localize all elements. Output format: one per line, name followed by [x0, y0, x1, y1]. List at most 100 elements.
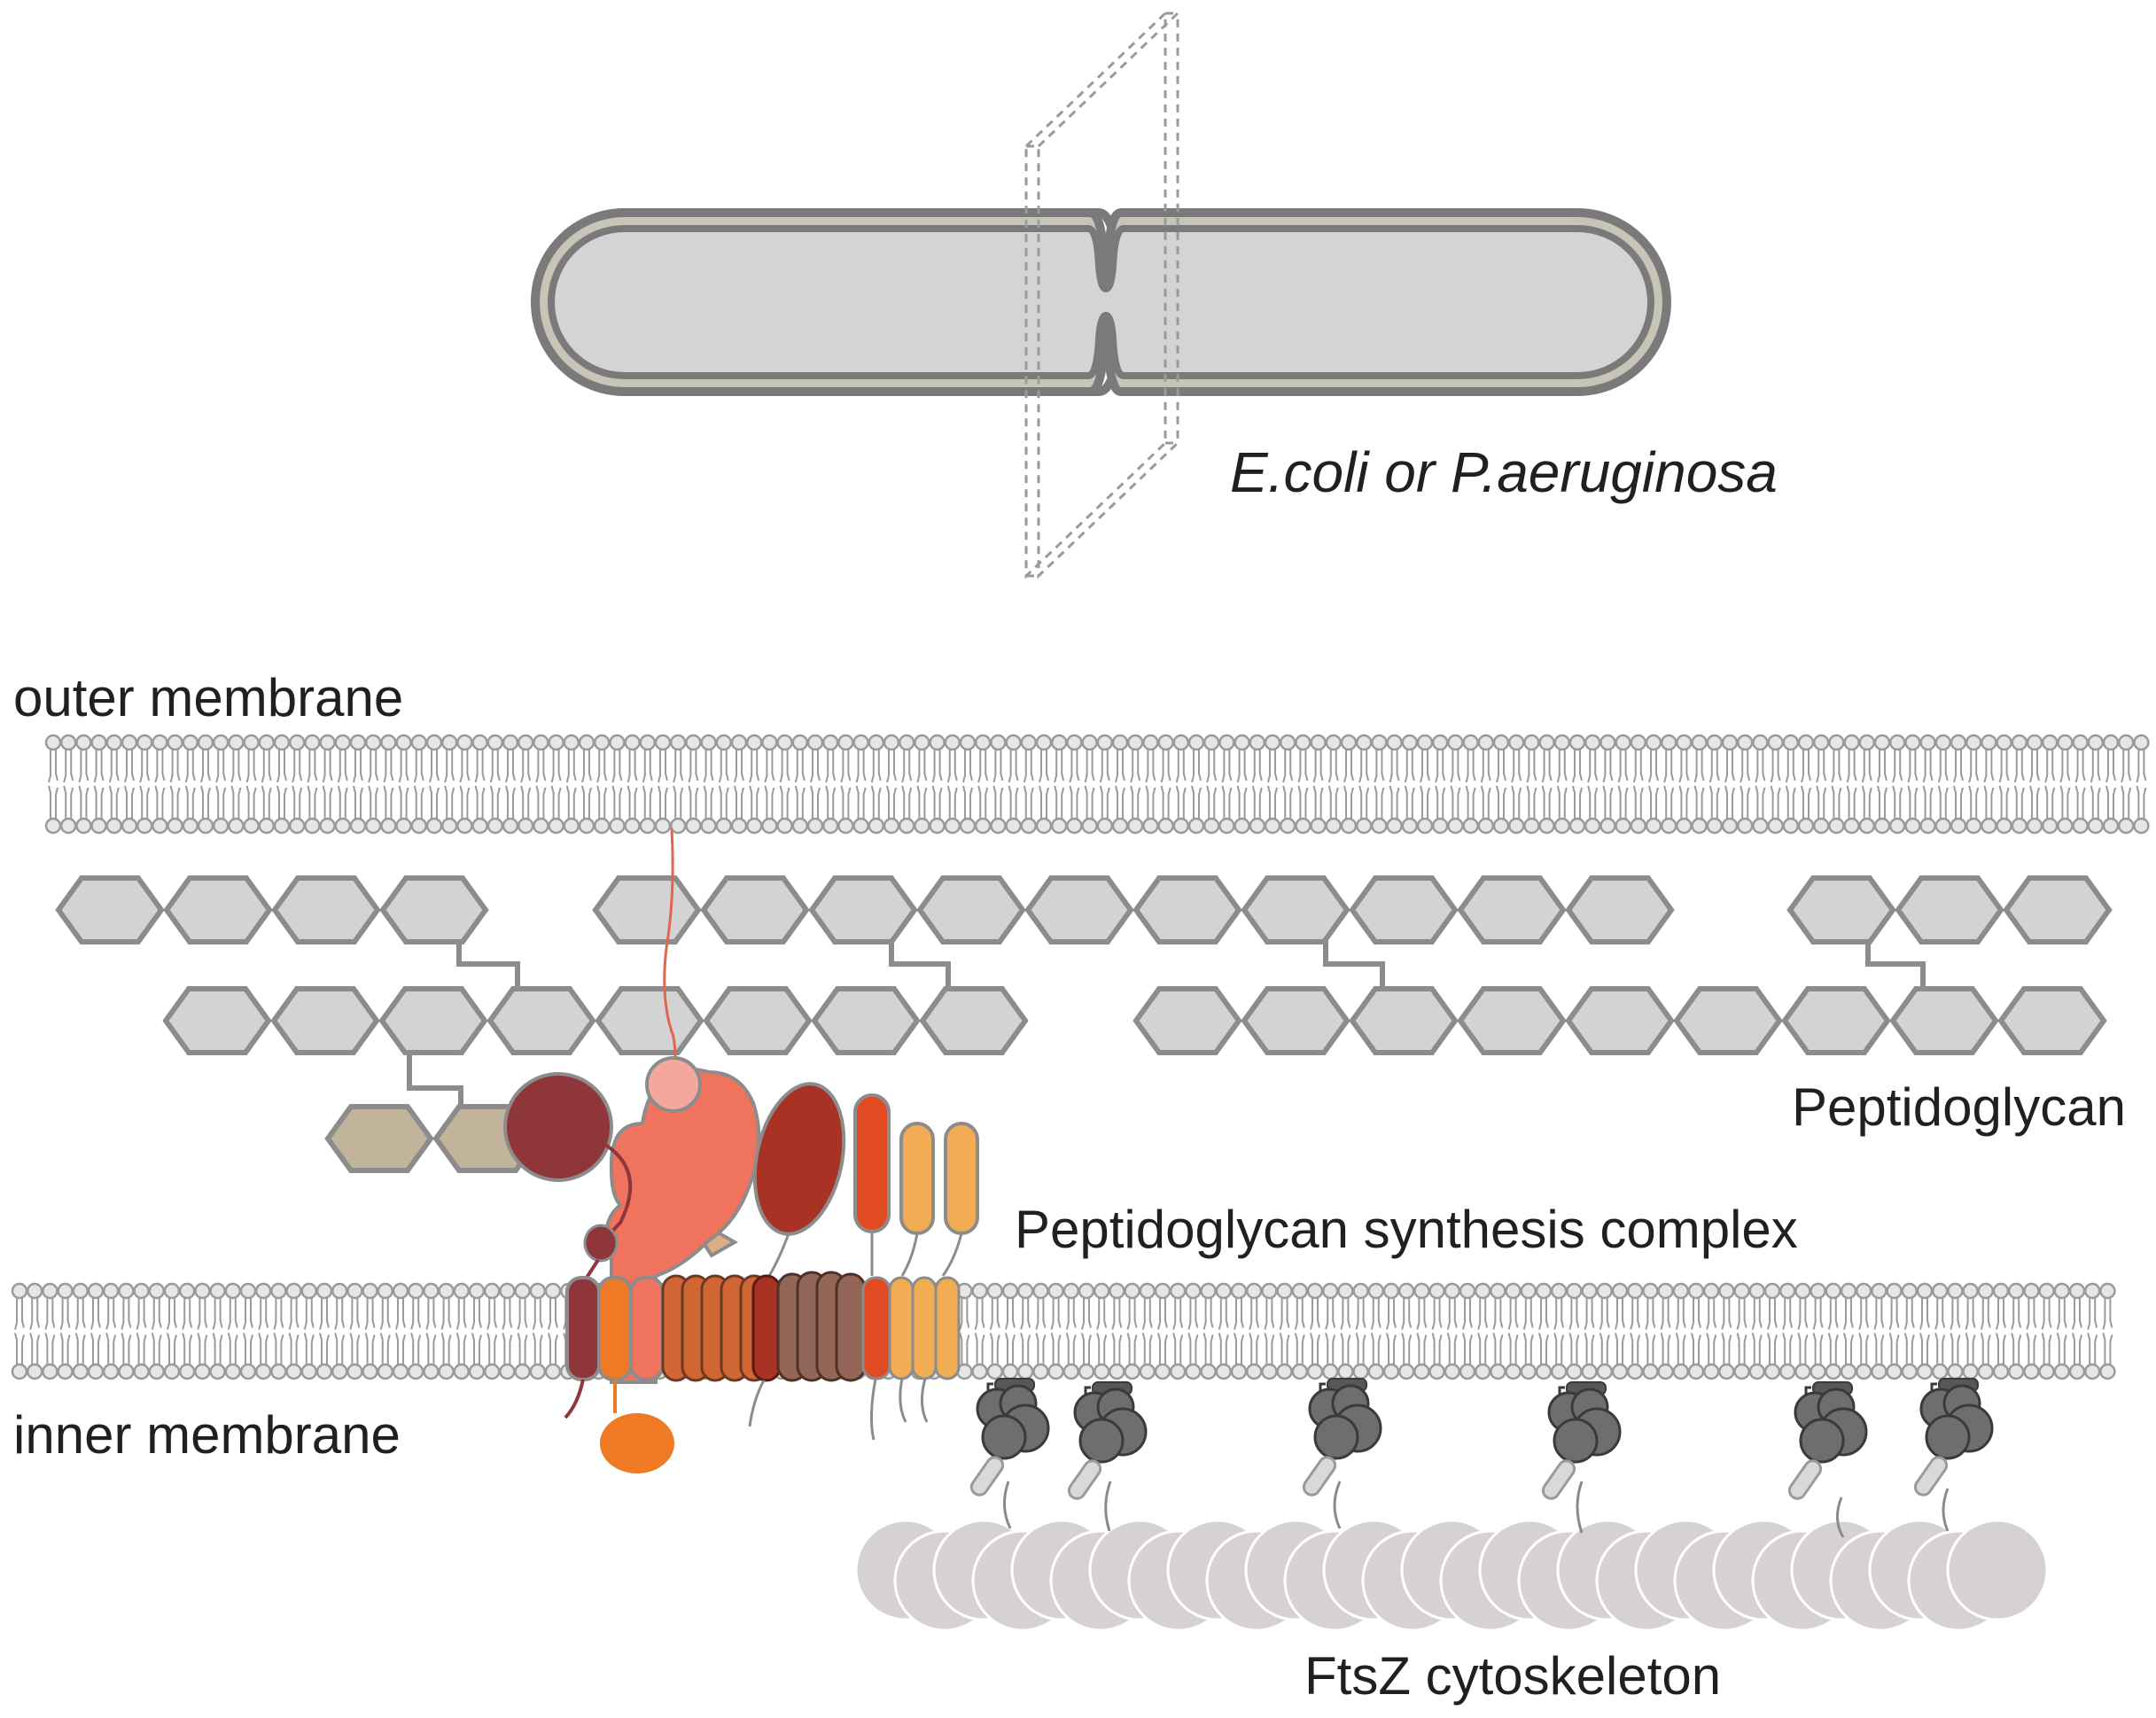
bacterial-cell [531, 208, 1671, 396]
inner-membrane-lipid [1520, 1282, 1537, 1380]
outer-membrane-lipid [2072, 734, 2089, 835]
inner-membrane-lipid [1977, 1282, 1995, 1380]
glycan-unit [2003, 875, 2113, 945]
outer-membrane-lipid [1126, 734, 1144, 835]
inner-membrane-lipid [1245, 1282, 1263, 1380]
light-orange-capsule-1 [899, 1122, 935, 1235]
outer-membrane-lipid [319, 734, 336, 835]
outer-membrane-lipid [1401, 734, 1419, 835]
inner-membrane-lipid [239, 1282, 257, 1380]
inner-membrane-lipid [209, 1282, 226, 1380]
glycan-unit [700, 875, 810, 945]
inner-membrane-lipid [392, 1282, 409, 1380]
outer-membrane-lipid [654, 734, 672, 835]
outer-membrane-lipid [730, 734, 748, 835]
inner-membrane-lipid [423, 1282, 440, 1380]
inner-membrane-lipid [1185, 1282, 1202, 1380]
glycan-unit [1889, 986, 1999, 1055]
inner-membrane-lipid [1581, 1282, 1598, 1380]
outer-membrane-lipid [258, 734, 276, 835]
outer-membrane-lipid [1706, 734, 1724, 835]
inner-membrane-lipid [1261, 1282, 1278, 1380]
outer-membrane-lipid [624, 734, 641, 835]
inner-membrane-lipid [2068, 1282, 2086, 1380]
inner-membrane-lipid [1794, 1282, 1811, 1380]
inner-membrane-lipid [87, 1282, 105, 1380]
outer-membrane-lipid [1416, 734, 1434, 835]
outer-membrane-lipid [90, 734, 107, 835]
inner-membrane-lipid [224, 1282, 242, 1380]
outer-membrane-lipid [410, 734, 428, 835]
tm-dark-red [751, 1274, 782, 1382]
inner-membrane-lipid [1779, 1282, 1796, 1380]
inner-membrane-lipid [499, 1282, 516, 1380]
outer-membrane-label: outer membrane [13, 668, 403, 727]
outer-membrane-lipid [1005, 734, 1022, 835]
inner-membrane-lipid [26, 1282, 43, 1380]
inner-membrane-lipid [1397, 1282, 1415, 1380]
outer-membrane-lipid [1981, 734, 1997, 835]
outer-membrane-lipid [1492, 734, 1510, 835]
inner-membrane-lipid [1306, 1282, 1324, 1380]
inner-membrane-lipid [362, 1282, 378, 1380]
outer-membrane-lipid [1736, 734, 1754, 835]
inner-membrane-lipid [2053, 1282, 2071, 1380]
inner-membrane-lipid [346, 1282, 363, 1380]
outer-membrane-lipid [2087, 734, 2105, 835]
new-glycan-unit [324, 1104, 434, 1173]
outer-membrane-lipid [273, 734, 291, 835]
membrane-anchor-proteins [969, 1378, 1994, 1500]
outer-membrane-lipid [1218, 734, 1235, 835]
outer-membrane-lipid [1904, 734, 1921, 835]
outer-membrane-lipid [1523, 734, 1540, 835]
outer-membrane-lipid [228, 734, 245, 835]
inner-membrane-lipid [178, 1282, 196, 1380]
outer-membrane-lipid [1340, 734, 1358, 835]
outer-membrane-lipid [395, 734, 412, 835]
outer-membrane-lipid [1676, 734, 1693, 835]
inner-membrane-lipid [1413, 1282, 1430, 1380]
glycan-unit [1781, 986, 1891, 1055]
outer-membrane-lipid [1386, 734, 1403, 835]
inner-membrane-lipid [1687, 1282, 1705, 1380]
glycan-unit [379, 875, 489, 945]
synthesis-complex [503, 828, 979, 1473]
inner-membrane-lipid [148, 1282, 166, 1380]
inner-membrane-lipid [1505, 1282, 1522, 1380]
outer-membrane-lipid [868, 734, 885, 835]
outer-membrane-lipid [1752, 734, 1769, 835]
glycan-unit [1457, 986, 1567, 1055]
inner-membrane-lipid [1840, 1282, 1857, 1380]
outer-membrane-lipid [1996, 734, 2012, 835]
outer-membrane-lipid [2057, 734, 2074, 835]
tm-light-orange-1 [888, 1276, 915, 1380]
outer-membrane-lipid [1066, 734, 1083, 835]
glycan-unit [271, 875, 381, 945]
outer-membrane-lipid [2026, 734, 2043, 835]
inner-membrane-lipid [118, 1282, 135, 1380]
glycan-unit [1565, 875, 1675, 945]
outer-membrane-lipid [2133, 734, 2150, 835]
outer-membrane-lipid [212, 734, 230, 835]
outer-membrane-lipid [1096, 734, 1114, 835]
inner-membrane-lipid [254, 1282, 272, 1380]
outer-membrane-lipid [167, 734, 183, 835]
outer-membrane-bilayer [44, 734, 2150, 835]
inner-membrane-lipid [986, 1282, 1004, 1380]
outer-membrane-lipid [1035, 734, 1053, 835]
inner-membrane-lipid [1291, 1282, 1309, 1380]
outer-membrane-lipid [1568, 734, 1586, 835]
glycan-unit [1241, 875, 1350, 945]
outer-membrane-lipid [578, 734, 595, 835]
outer-membrane-lipid [715, 734, 733, 835]
inner-membrane-lipid [1763, 1282, 1781, 1380]
glycan-unit [1349, 875, 1459, 945]
inner-membrane-lipid [1459, 1282, 1476, 1380]
inner-membrane-lipid [1109, 1282, 1125, 1380]
inner-membrane-lipid [2099, 1282, 2116, 1380]
tm-light-orange-2 [911, 1276, 938, 1380]
light-orange-capsule-2 [944, 1122, 979, 1235]
outer-membrane-lipid [502, 734, 519, 835]
outer-membrane-lipid [791, 734, 809, 835]
outer-membrane-lipid [914, 734, 930, 835]
